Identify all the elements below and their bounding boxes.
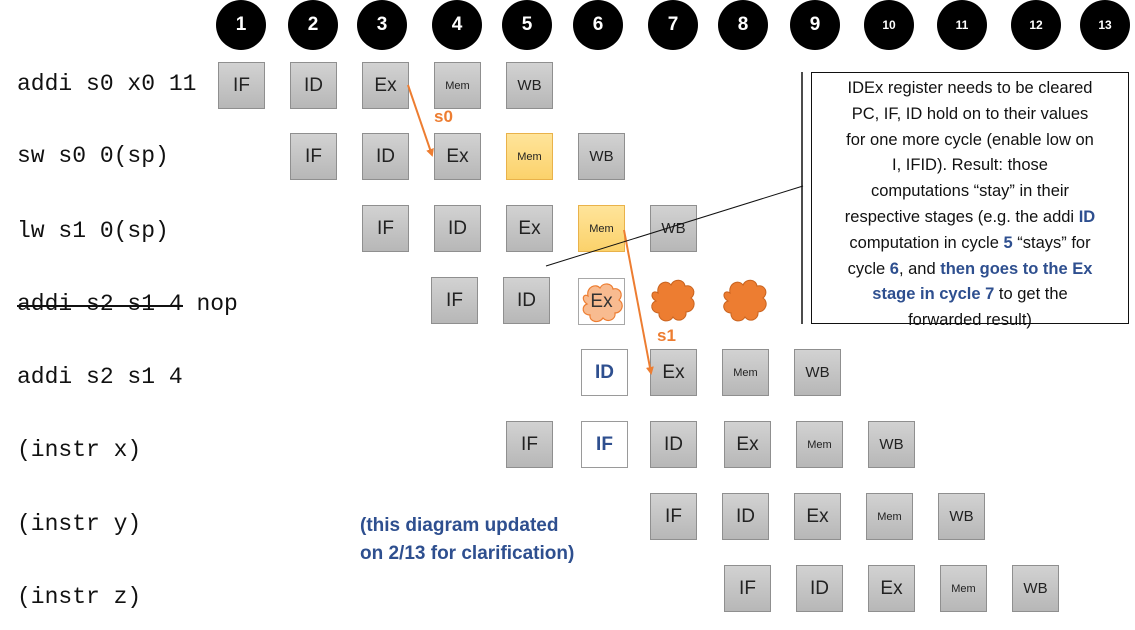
stage-ex: Ex: [650, 349, 697, 396]
note-line: PC, IF, ID hold on to their values: [851, 104, 1089, 123]
struck-instruction: addi s2 s1 4: [17, 291, 183, 317]
stage-mem-highlighted: Mem: [578, 205, 625, 252]
note-highlight: 5: [1003, 233, 1013, 252]
note-line: computations “stay” in their: [870, 182, 1070, 201]
stage-mem: Mem: [940, 565, 987, 612]
note-text: cycle: [847, 259, 890, 278]
cycle-number: 4: [432, 0, 482, 50]
note-text: , and: [898, 259, 941, 278]
note-line: computation in cycle 5 “stays” for: [818, 231, 1122, 257]
cycle-number: 13: [1080, 0, 1130, 50]
stage-mem: Mem: [722, 349, 769, 396]
instruction-label: sw s0 0(sp): [17, 143, 169, 169]
cycle-number: 11: [937, 0, 987, 50]
note-line: IDEx register needs to be cleared: [847, 79, 1093, 97]
note-line: stage in cycle 7 to get the: [818, 282, 1122, 308]
cycle-number: 3: [357, 0, 407, 50]
stage-id: ID: [796, 565, 843, 612]
stage-ex: Ex: [868, 565, 915, 612]
stage-if: IF: [506, 421, 553, 468]
stage-wb: WB: [506, 62, 553, 109]
forward-arrow-s0: [407, 84, 434, 157]
bubble-cloud-icon: [651, 279, 695, 322]
stage-wb: WB: [868, 421, 915, 468]
cycle-number: 5: [502, 0, 552, 50]
stage-ex-label: Ex: [590, 290, 613, 312]
forward-arrow-s1: [623, 229, 654, 375]
stage-ex: Ex: [724, 421, 771, 468]
note-highlight: stage in cycle 7: [872, 285, 995, 304]
bubble-cloud-icon: [582, 283, 623, 323]
note-line: forwarded result): [908, 311, 1032, 330]
stage-mem: Mem: [796, 421, 843, 468]
instruction-label-nop: addi s2 s1 4 nop: [17, 291, 238, 317]
bubble-cloud-icon: [723, 279, 767, 322]
stage-if: IF: [290, 133, 337, 180]
instruction-label: lw s1 0(sp): [17, 218, 169, 244]
stage-id: ID: [290, 62, 337, 109]
stage-if-held: IF: [581, 421, 628, 468]
stage-wb: WB: [650, 205, 697, 252]
stage-if: IF: [362, 205, 409, 252]
cycle-number: 2: [288, 0, 338, 50]
cycle-number: 9: [790, 0, 840, 50]
caption-line: on 2/13 for clarification): [360, 543, 575, 564]
instruction-label: (instr y): [17, 511, 142, 537]
stage-ex: Ex: [794, 493, 841, 540]
stage-wb: WB: [1012, 565, 1059, 612]
stage-id-held: ID: [581, 349, 628, 396]
stage-if: IF: [218, 62, 265, 109]
stage-ex: Ex: [362, 62, 409, 109]
stage-if: IF: [650, 493, 697, 540]
instruction-label: (instr z): [17, 584, 142, 610]
stage-id: ID: [434, 205, 481, 252]
stage-ex: Ex: [434, 133, 481, 180]
stage-id: ID: [362, 133, 409, 180]
stage-ex: Ex: [506, 205, 553, 252]
instruction-label: addi s0 x0 11: [17, 71, 197, 97]
cycle-number: 6: [573, 0, 623, 50]
note-text: computation in cycle: [849, 233, 1004, 252]
stage-mem: Mem: [866, 493, 913, 540]
nop-label: nop: [182, 291, 238, 317]
stage-if: IF: [724, 565, 771, 612]
instruction-label: (instr x): [17, 437, 142, 463]
stage-if: IF: [431, 277, 478, 324]
cycle-number: 1: [216, 0, 266, 50]
update-caption: (this diagram updated on 2/13 for clarif…: [360, 512, 574, 568]
stage-wb: WB: [938, 493, 985, 540]
forward-label-s1: s1: [657, 326, 676, 345]
note-text: “stays” for: [1012, 233, 1091, 252]
stage-id: ID: [503, 277, 550, 324]
stage-ex-bubble: Ex: [578, 278, 625, 325]
note-line: for one more cycle (enable low on: [846, 130, 1094, 149]
cycle-number: 8: [718, 0, 768, 50]
note-text: respective stages (e.g. the addi: [844, 207, 1079, 226]
note-line: respective stages (e.g. the addi ID: [818, 205, 1122, 231]
stage-mem: Mem: [434, 62, 481, 109]
note-text: to get the: [994, 285, 1068, 304]
note-highlight: 6: [889, 259, 899, 278]
caption-line: (this diagram updated: [360, 515, 559, 536]
note-line: I, IFID). Result: those: [892, 156, 1048, 175]
instruction-label: addi s2 s1 4: [17, 364, 183, 390]
note-line: cycle 6, and then goes to the Ex: [818, 257, 1122, 283]
note-highlight: ID: [1078, 207, 1096, 226]
stage-wb: WB: [794, 349, 841, 396]
stage-id: ID: [722, 493, 769, 540]
cycle-number: 12: [1011, 0, 1061, 50]
cycle-number: 10: [864, 0, 914, 50]
stage-id: ID: [650, 421, 697, 468]
explanation-note: IDEx register needs to be cleared PC, IF…: [811, 72, 1129, 329]
cycle-number: 7: [648, 0, 698, 50]
forward-label-s0: s0: [434, 107, 453, 126]
stage-wb: WB: [578, 133, 625, 180]
note-highlight: then goes to the Ex: [940, 259, 1093, 278]
stage-mem-highlighted: Mem: [506, 133, 553, 180]
